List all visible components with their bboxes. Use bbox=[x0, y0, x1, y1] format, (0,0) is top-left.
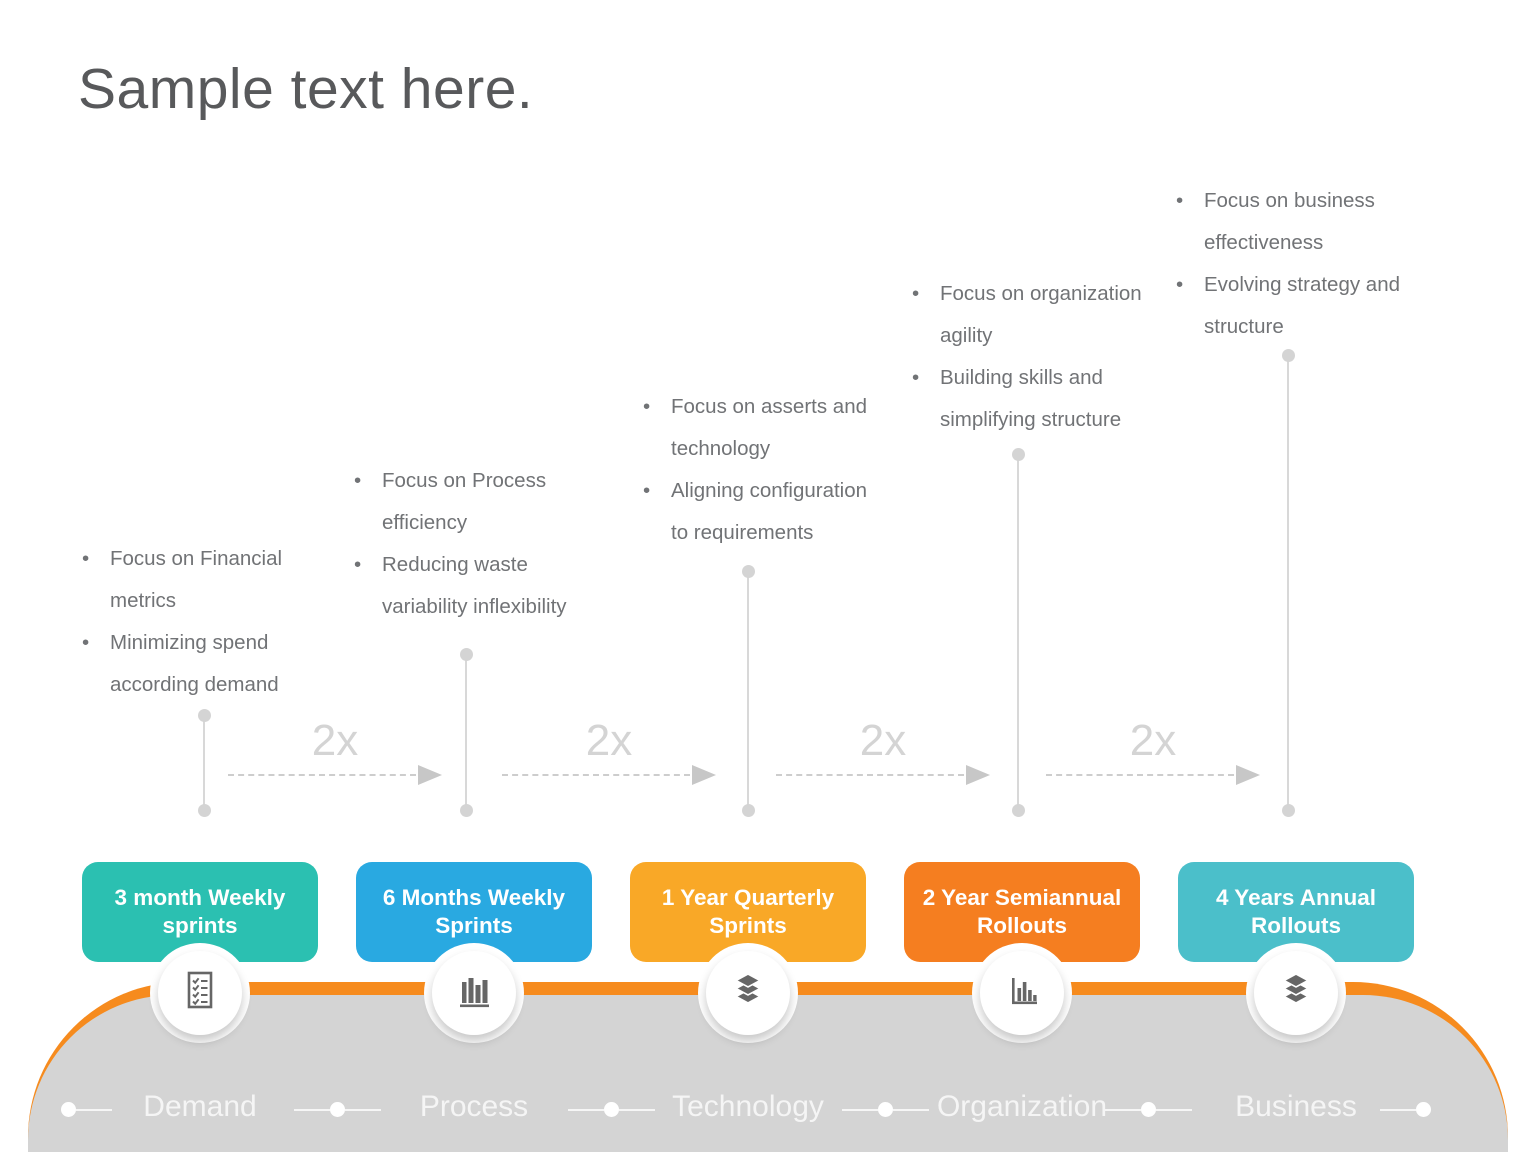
multiplier-arrow: 2x bbox=[776, 716, 990, 786]
bullet-item: Focus on business effectiveness bbox=[1166, 180, 1442, 264]
bullet-item: Minimizing spend according demand bbox=[72, 622, 324, 706]
bullet-item: Focus on Financial metrics bbox=[72, 538, 324, 622]
timeline-dot bbox=[330, 1102, 345, 1117]
timeline-connector bbox=[294, 1102, 381, 1117]
timeline-line bbox=[842, 1108, 878, 1111]
icon-circle-business bbox=[1254, 951, 1338, 1035]
timeline-line bbox=[76, 1108, 112, 1111]
timeline-line bbox=[1105, 1108, 1141, 1111]
phase-label-technology: Technology bbox=[672, 1090, 824, 1123]
timeline-dot bbox=[878, 1102, 893, 1117]
arrowhead-icon bbox=[1236, 765, 1260, 785]
bullet-item: Reducing waste variability inflexibility bbox=[344, 544, 606, 628]
arrowhead-icon bbox=[692, 765, 716, 785]
timeline-line bbox=[345, 1108, 381, 1111]
bullet-list-organization: Focus on organization agility Building s… bbox=[902, 273, 1168, 441]
arrowhead-icon bbox=[418, 765, 442, 785]
icon-circle-demand bbox=[158, 951, 242, 1035]
bullet-item: Focus on organization agility bbox=[902, 273, 1168, 357]
phase-label-business: Business bbox=[1235, 1090, 1357, 1123]
timeline-connector bbox=[1105, 1102, 1192, 1117]
timeline-line bbox=[619, 1108, 655, 1111]
phase-label-organization: Organization bbox=[936, 1090, 1108, 1123]
bullet-item: Focus on asserts and technology bbox=[633, 386, 899, 470]
dashed-line bbox=[502, 774, 690, 776]
multiplier-label: 2x bbox=[311, 716, 359, 765]
page-title: Sample text here. bbox=[78, 57, 534, 121]
multiplier-label: 2x bbox=[859, 716, 907, 765]
connector-line bbox=[197, 709, 211, 817]
book-stack-icon bbox=[725, 968, 771, 1019]
multiplier-label: 2x bbox=[585, 716, 633, 765]
dashed-line bbox=[228, 774, 416, 776]
milestone-box-sprints-3mo: 3 month Weekly sprints bbox=[82, 862, 318, 962]
timeline-line bbox=[893, 1108, 929, 1111]
dashed-line bbox=[776, 774, 964, 776]
dashed-line bbox=[1046, 774, 1234, 776]
icon-circle-organization bbox=[980, 951, 1064, 1035]
bullet-list-technology: Focus on asserts and technology Aligning… bbox=[633, 386, 899, 554]
phase-label-process: Process bbox=[419, 1090, 529, 1123]
bullet-item: Evolving strategy and structure bbox=[1166, 264, 1442, 348]
timeline-connector bbox=[568, 1102, 655, 1117]
icon-circle-process bbox=[432, 951, 516, 1035]
timeline-dot bbox=[1416, 1102, 1431, 1117]
bullet-list-process: Focus on Process efficiency Reducing was… bbox=[344, 460, 606, 628]
connector-line bbox=[459, 648, 473, 817]
connector-line bbox=[1281, 349, 1295, 817]
timeline-line bbox=[294, 1108, 330, 1111]
connector-line bbox=[1011, 448, 1025, 817]
bullet-item: Building skills and simplifying structur… bbox=[902, 357, 1168, 441]
arrowhead-icon bbox=[966, 765, 990, 785]
timeline-line bbox=[1380, 1108, 1416, 1111]
milestone-box-sprints-1yr: 1 Year Quarterly Sprints bbox=[630, 862, 866, 962]
timeline-connector bbox=[1380, 1102, 1431, 1117]
bullet-item: Aligning configuration to requirements bbox=[633, 470, 899, 554]
timeline-dot bbox=[1141, 1102, 1156, 1117]
bullet-list-demand: Focus on Financial metrics Minimizing sp… bbox=[72, 538, 324, 706]
bullet-item: Focus on Process efficiency bbox=[344, 460, 606, 544]
multiplier-arrow: 2x bbox=[1046, 716, 1260, 786]
timeline-line bbox=[568, 1108, 604, 1111]
book-stack-icon bbox=[1273, 968, 1319, 1019]
books-shelf-icon bbox=[451, 968, 497, 1019]
bullet-list-business: Focus on business effectiveness Evolving… bbox=[1166, 180, 1442, 348]
timeline-line bbox=[1156, 1108, 1192, 1111]
multiplier-label: 2x bbox=[1129, 716, 1177, 765]
phase-label-demand: Demand bbox=[143, 1090, 257, 1123]
timeline-connector bbox=[842, 1102, 929, 1117]
multiplier-arrow: 2x bbox=[228, 716, 442, 786]
multiplier-arrow: 2x bbox=[502, 716, 716, 786]
timeline-dot bbox=[604, 1102, 619, 1117]
timeline-dot bbox=[61, 1102, 76, 1117]
timeline-connector bbox=[61, 1102, 112, 1117]
icon-circle-technology bbox=[706, 951, 790, 1035]
bar-chart-icon bbox=[999, 968, 1045, 1019]
checklist-icon bbox=[177, 968, 223, 1019]
connector-line bbox=[741, 565, 755, 817]
